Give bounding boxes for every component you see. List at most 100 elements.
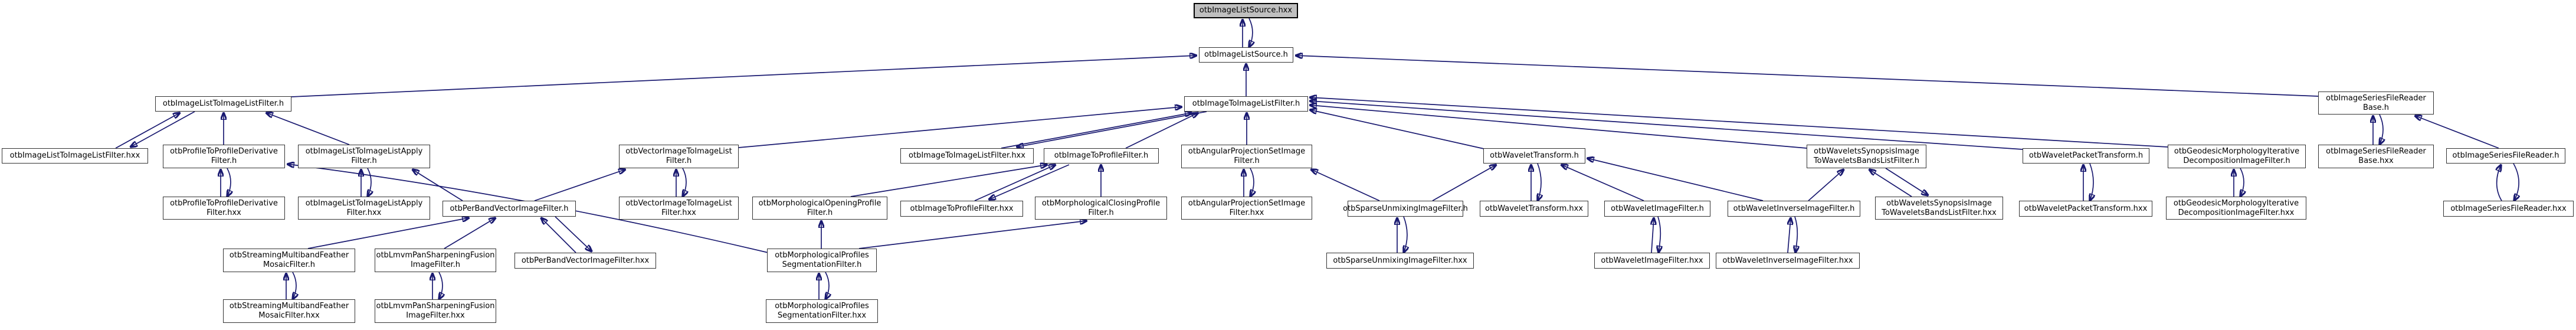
node-label: otbWaveletTransform.h [1490, 151, 1579, 160]
node-otbWaveletPacketTransform.hxx[interactable]: otbWaveletPacketTransform.hxx [2019, 201, 2152, 217]
node-otbImageListSource.h[interactable]: otbImageListSource.h [1199, 47, 1293, 63]
node-label: Filter.h [1234, 156, 1260, 165]
node-label: otbMorphologicalProfiles [775, 302, 869, 311]
node-label: otbImageListToImageListApply [305, 147, 423, 156]
node-label: otbAngularProjectionSetImage [1188, 147, 1306, 156]
node-otbWaveletImageFilter.h[interactable]: otbWaveletImageFilter.h [1604, 201, 1710, 217]
node-label: MosaicFilter.hxx [258, 311, 320, 320]
node-label: otbImageListSource.hxx [1199, 6, 1293, 15]
node-otbWaveletTransform.hxx[interactable]: otbWaveletTransform.hxx [1480, 201, 1588, 217]
node-otbImageListToImageListFilter.hxx[interactable]: otbImageListToImageListFilter.hxx [2, 148, 148, 164]
node-otbSparseUnmixingImageFilter.hxx[interactable]: otbSparseUnmixingImageFilter.hxx [1326, 253, 1474, 269]
node-label: otbVectorImageToImageList [625, 198, 732, 208]
node-label: otbImageListToImageListFilter.hxx [9, 151, 140, 160]
node-label: otbMorphologicalClosingProfile [1041, 198, 1161, 208]
node-otbImageSeriesFileReader.h[interactable]: otbImageSeriesFileReader.h [2446, 148, 2565, 164]
node-label: otbWaveletInverseImageFilter.h [1733, 204, 1855, 213]
node-otbImageToProfileFilter.h[interactable]: otbImageToProfileFilter.h [1044, 148, 1159, 164]
node-label: Filter.h [211, 156, 237, 165]
node-label: otbImageListToImageListFilter.h [162, 99, 284, 108]
node-label: otbSparseUnmixingImageFilter.hxx [1333, 256, 1467, 265]
node-label: otbWaveletsSynopsisImage [1886, 198, 1992, 208]
node-label: otbMorphologicalProfiles [775, 251, 869, 260]
node-otbImageToImageListFilter.h[interactable]: otbImageToImageListFilter.h [1184, 96, 1308, 112]
node-label: otbStreamingMultibandFeather [229, 251, 349, 260]
node-label: Filter.hxx [346, 208, 382, 217]
node-label: otbPerBandVectorImageFilter.hxx [521, 256, 650, 265]
node-otbImageListToImageListFilter.h[interactable]: otbImageListToImageListFilter.h [155, 96, 291, 112]
node-otbPerBandVectorImageFilter.h[interactable]: otbPerBandVectorImageFilter.h [443, 201, 576, 217]
node-label: ToWaveletsBandsListFilter.hxx [1882, 208, 1997, 217]
node-label: Filter.h [666, 156, 692, 165]
node-label: Base.hxx [2358, 156, 2394, 165]
node-label: otbImageToImageListFilter.hxx [909, 151, 1025, 160]
node-otbImageSeriesFileReader.hxx[interactable]: otbImageSeriesFileReader.hxx [2443, 201, 2574, 217]
node-label: otbWaveletsSynopsisImage [1814, 147, 1919, 156]
node-label: otbWaveletImageFilter.hxx [1601, 256, 1703, 265]
node-label: otbWaveletPacketTransform.hxx [2024, 204, 2148, 213]
node-otbImageToImageListFilter.hxx[interactable]: otbImageToImageListFilter.hxx [900, 148, 1034, 164]
node-otbPerBandVectorImageFilter.hxx[interactable]: otbPerBandVectorImageFilter.hxx [514, 253, 656, 269]
node-otbImageListSource.hxx: otbImageListSource.hxx [1194, 3, 1298, 18]
node-otbWaveletInverseImageFilter.hxx[interactable]: otbWaveletInverseImageFilter.hxx [1716, 253, 1860, 269]
node-label: otbWaveletTransform.hxx [1484, 204, 1584, 213]
node-label: otbImageToProfileFilter.hxx [910, 204, 1014, 213]
node-label: otbPerBandVectorImageFilter.h [450, 204, 569, 213]
node-label: SegmentationFilter.hxx [777, 311, 867, 320]
node-otbWaveletInverseImageFilter.h[interactable]: otbWaveletInverseImageFilter.h [1728, 201, 1860, 217]
node-label: Filter.h [1088, 208, 1114, 217]
node-label: otbImageToImageListFilter.h [1192, 99, 1300, 108]
node-label: otbProfileToProfileDerivative [170, 147, 278, 156]
node-label: otbImageSeriesFileReader.h [2452, 151, 2559, 160]
node-label: otbImageListSource.h [1204, 50, 1288, 59]
node-label: otbImageSeriesFileReader [2326, 147, 2426, 156]
node-otbWaveletPacketTransform.h[interactable]: otbWaveletPacketTransform.h [2023, 148, 2149, 164]
node-otbSparseUnmixingImageFilter.h[interactable]: otbSparseUnmixingImageFilter.h [1343, 201, 1468, 217]
node-label: otbAngularProjectionSetImage [1188, 198, 1306, 208]
node-label: otbGeodesicMorphologyIterative [2173, 198, 2299, 208]
node-label: otbLmvmPanSharpeningFusion [376, 302, 495, 311]
node-otbImageToProfileFilter.hxx[interactable]: otbImageToProfileFilter.hxx [900, 201, 1023, 217]
node-label: MosaicFilter.h [263, 260, 316, 269]
node-label: ToWaveletsBandsListFilter.h [1813, 156, 1920, 165]
node-label: otbWaveletImageFilter.h [1611, 204, 1704, 213]
node-label: otbVectorImageToImageList [625, 147, 732, 156]
node-label: otbGeodesicMorphologyIterative [2174, 147, 2300, 156]
node-otbWaveletTransform.h[interactable]: otbWaveletTransform.h [1483, 148, 1585, 164]
node-label: otbWaveletInverseImageFilter.hxx [1722, 256, 1853, 265]
node-otbWaveletImageFilter.hxx[interactable]: otbWaveletImageFilter.hxx [1594, 253, 1710, 269]
node-label: Filter.h [351, 156, 377, 165]
node-label: DecompositionImageFilter.hxx [2178, 208, 2295, 217]
node-label: otbProfileToProfileDerivative [170, 198, 278, 208]
node-label: otbSparseUnmixingImageFilter.h [1343, 204, 1468, 213]
node-label: otbStreamingMultibandFeather [229, 302, 349, 311]
node-label: otbImageToProfileFilter.h [1054, 151, 1149, 160]
node-label: ImageFilter.hxx [406, 311, 465, 320]
node-label: otbImageSeriesFileReader [2326, 93, 2426, 103]
node-label: Filter.hxx [661, 208, 696, 217]
